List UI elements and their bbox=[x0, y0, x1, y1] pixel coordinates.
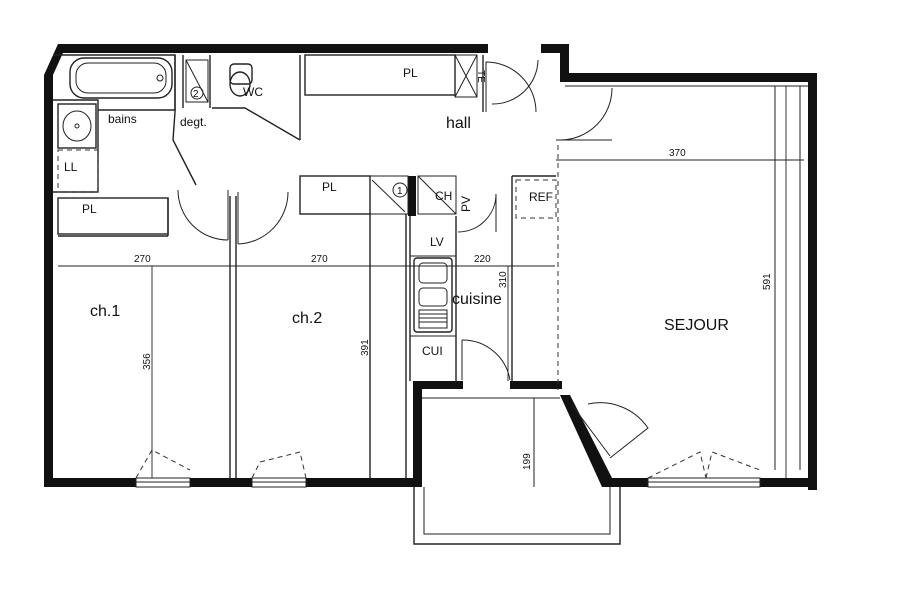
label-pl-top: PL bbox=[403, 66, 418, 80]
dim-ch1-depth: 356 bbox=[142, 353, 153, 370]
dim-ch2-depth: 391 bbox=[360, 339, 371, 356]
dim-balcony-depth: 199 bbox=[522, 453, 533, 470]
windows bbox=[135, 477, 761, 488]
shower-icon bbox=[185, 59, 209, 103]
room-label-degt: degt. bbox=[180, 115, 207, 129]
dimension-labels: 270 270 220 370 356 391 310 591 199 bbox=[134, 148, 773, 470]
interior-walls bbox=[53, 54, 808, 478]
bathtub-icon bbox=[69, 57, 173, 99]
washbasin-icon bbox=[57, 103, 97, 149]
label-ch-symbol: 1 bbox=[397, 186, 403, 197]
label-cui: CUI bbox=[422, 344, 443, 358]
label-lv: LV bbox=[430, 235, 444, 249]
label-wc-symbol: 2 bbox=[193, 89, 199, 100]
fixtures bbox=[57, 57, 453, 333]
room-label-wc: WC bbox=[243, 85, 263, 99]
label-te: TE bbox=[475, 70, 486, 83]
room-label-bains: bains bbox=[108, 112, 137, 126]
label-pv: PV bbox=[459, 196, 473, 212]
dim-sejour-width: 370 bbox=[669, 148, 686, 159]
exterior-walls bbox=[44, 44, 817, 490]
dim-cuisine-width: 220 bbox=[474, 254, 491, 265]
dim-sejour-depth: 591 bbox=[762, 273, 773, 290]
label-ll: LL bbox=[64, 160, 78, 174]
room-label-ch2: ch.2 bbox=[292, 310, 322, 327]
room-label-ch1: ch.1 bbox=[90, 303, 120, 320]
label-pl-left: PL bbox=[82, 202, 97, 216]
room-labels: bains degt. WC hall ch.1 ch.2 cuisine SE… bbox=[90, 85, 729, 334]
label-pl-middle: PL bbox=[322, 180, 337, 194]
label-ch: CH bbox=[435, 189, 452, 203]
doors bbox=[135, 59, 761, 479]
room-label-sejour: SEJOUR bbox=[664, 317, 729, 334]
fixture-labels: PL PL PL LL CH PV REF LV CUI TE 2 1 bbox=[64, 66, 553, 358]
toilet-icon bbox=[229, 63, 253, 97]
room-label-hall: hall bbox=[446, 115, 471, 132]
dim-cuisine-depth: 310 bbox=[498, 271, 509, 288]
balcony bbox=[413, 397, 621, 545]
sink-icon bbox=[413, 257, 453, 333]
dimension-lines bbox=[151, 86, 804, 487]
room-label-cuisine: cuisine bbox=[452, 291, 502, 308]
dim-ch1-width: 270 bbox=[134, 254, 151, 265]
label-ref: REF bbox=[529, 190, 553, 204]
dim-ch2-width: 270 bbox=[311, 254, 328, 265]
